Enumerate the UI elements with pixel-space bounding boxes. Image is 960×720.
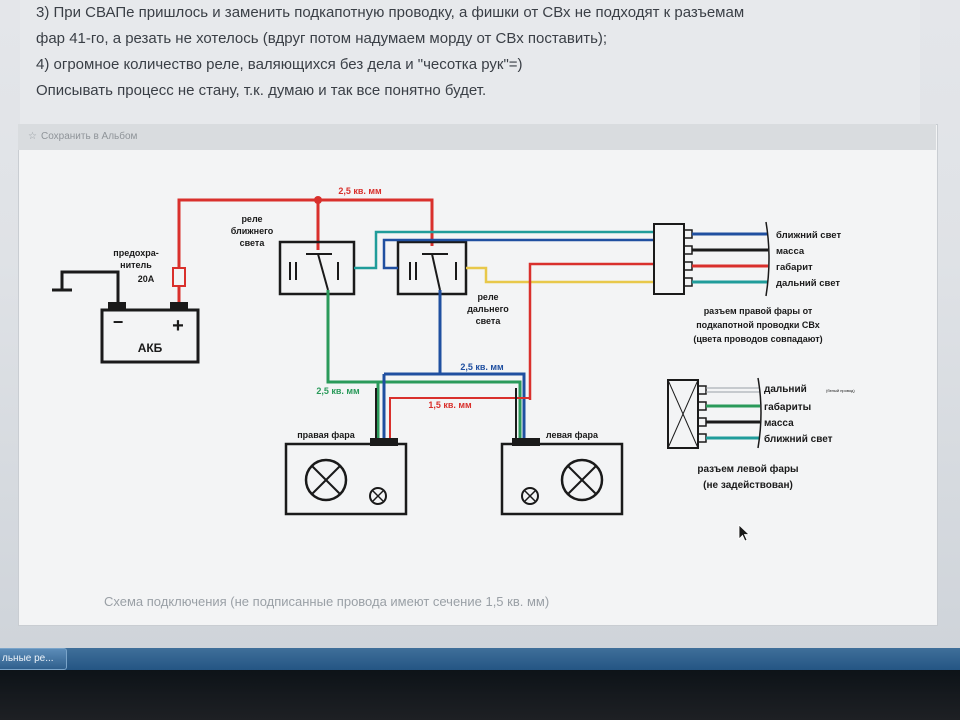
left-pin-3: масса bbox=[764, 418, 794, 429]
relay-low-beam bbox=[278, 240, 356, 296]
post-text: 3) При СВАПе пришлось и заменить подкапо… bbox=[20, 0, 920, 128]
star-icon: ☆ bbox=[28, 131, 37, 142]
post-line: Описывать процесс не стану, т.к. думаю и… bbox=[36, 82, 487, 99]
save-to-album-button[interactable]: ☆ Сохранить в Альбом bbox=[28, 131, 137, 142]
battery-label: АКБ bbox=[138, 341, 163, 355]
post-line: 3) При СВАПе пришлось и заменить подкапо… bbox=[36, 4, 745, 21]
right-pin-4: дальний свет bbox=[776, 278, 840, 289]
wire-red-label: 1,5 кв. мм bbox=[428, 400, 472, 410]
taskbar-window-button[interactable]: льные ре... bbox=[0, 648, 67, 670]
left-pin-1: дальний bbox=[764, 384, 807, 395]
monitor-bezel bbox=[0, 670, 960, 720]
wire-top-label: 2,5 кв. мм bbox=[338, 186, 382, 196]
right-connector-caption-2: подкапотной проводки СВх bbox=[696, 320, 819, 330]
right-pin-1: ближний свет bbox=[776, 230, 841, 241]
mouse-cursor-icon bbox=[738, 524, 751, 542]
left-headlight-icon bbox=[500, 438, 624, 516]
relay-low-label-1: реле bbox=[241, 214, 262, 224]
relay-high-label-3: света bbox=[476, 316, 502, 326]
relay-high-label-1: реле bbox=[477, 292, 498, 302]
album-toolbar bbox=[18, 124, 936, 150]
wiring-diagram: − + АКБ предохра- нитель 20А 2,5 кв. мм … bbox=[52, 186, 855, 516]
post-line: 4) огромное количество реле, валяющихся … bbox=[36, 56, 523, 73]
wire-mid-left-label: 2,5 кв. мм bbox=[316, 386, 360, 396]
taskbar bbox=[0, 648, 960, 670]
left-connector-caption-2: (не задействован) bbox=[703, 480, 793, 491]
right-connector-caption-1: разъем правой фары от bbox=[704, 306, 813, 316]
right-pin-2: масса bbox=[776, 246, 805, 257]
fuse-label-1: предохра- bbox=[113, 248, 158, 258]
fuse-icon bbox=[172, 267, 186, 287]
save-to-album-label: Сохранить в Альбом bbox=[40, 131, 138, 142]
image-caption: Схема подключения (не подписанные провод… bbox=[104, 594, 550, 609]
low-beam-wire bbox=[326, 290, 522, 438]
left-headlight-connector bbox=[667, 377, 762, 449]
battery-icon bbox=[100, 302, 200, 364]
left-pin-2: габариты bbox=[764, 401, 811, 413]
left-pin-1-note: (белый провод) bbox=[826, 388, 855, 393]
left-headlight-label: левая фара bbox=[546, 430, 599, 440]
post-line: фар 41-го, а резать не хотелось (вдруг п… bbox=[36, 30, 608, 47]
parking-wire bbox=[389, 397, 530, 438]
battery-plus-label: + bbox=[172, 315, 184, 337]
right-connector-caption-3: (цвета проводов совпадают) bbox=[693, 334, 822, 344]
fuse-label-3: 20А bbox=[138, 274, 155, 284]
red-power-wire bbox=[177, 198, 434, 302]
right-headlight-icon bbox=[284, 438, 408, 516]
relay-high-label-2: дальнего bbox=[467, 304, 509, 314]
left-pin-4: ближний свет bbox=[764, 433, 833, 445]
wire-mid-right-label: 2,5 кв. мм bbox=[460, 362, 504, 372]
relay-low-label-3: света bbox=[240, 238, 266, 248]
left-connector-caption-1: разъем левой фары bbox=[697, 463, 798, 475]
ground-icon bbox=[52, 270, 120, 308]
fuse-label-2: нитель bbox=[120, 260, 152, 270]
battery-minus-label: − bbox=[113, 312, 124, 332]
relay-high-beam bbox=[396, 240, 468, 296]
ground-wires bbox=[375, 388, 517, 438]
right-headlight-connector bbox=[653, 221, 770, 297]
screen: 3) При СВАПе пришлось и заменить подкапо… bbox=[0, 0, 960, 648]
junction-dot bbox=[314, 196, 322, 204]
relay-low-label-2: ближнего bbox=[231, 226, 274, 236]
control-wires bbox=[354, 230, 654, 400]
high-beam-wire bbox=[382, 290, 526, 438]
right-pin-3: габарит bbox=[776, 262, 813, 273]
right-headlight-label: правая фара bbox=[297, 430, 355, 440]
